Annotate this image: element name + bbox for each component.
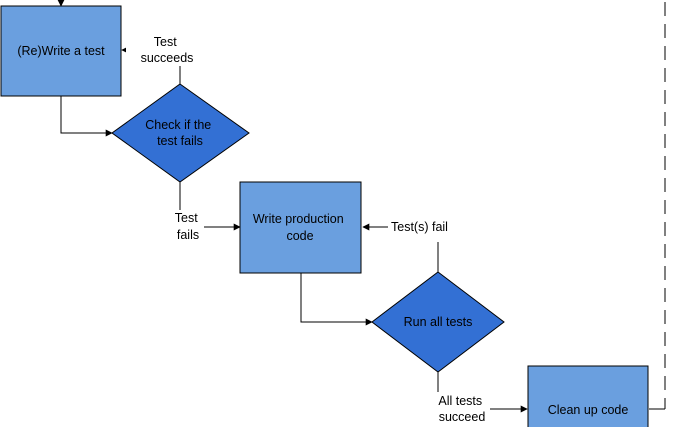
edge-label-tests-fail: Test(s) fail — [391, 220, 448, 234]
edge-label-test-fails: Test fails — [175, 211, 201, 242]
write-code-line-1: Write production — [253, 212, 344, 226]
write-code-line-2: code — [286, 229, 313, 243]
edge-label-test-succeeds: Test succeeds — [141, 35, 194, 65]
edge-test-succeeds-line-2: succeeds — [141, 51, 194, 65]
clean-up-label: Clean up code — [548, 403, 629, 417]
connector-write-code-to-run-tests — [300, 273, 373, 326]
write-code-box — [239, 181, 362, 274]
write-test-label: (Re)Write a test — [17, 44, 105, 58]
edge-label-all-succeed: All tests succeed — [438, 394, 485, 424]
check-fails-line-2: test fails — [157, 134, 203, 148]
edge-test-fails-line-1: Test — [175, 211, 198, 225]
run-tests-diamond — [371, 271, 505, 373]
clean-up-box — [527, 365, 649, 427]
run-tests-line-1: Run all tests — [404, 315, 473, 329]
connector-write-test-to-check — [60, 96, 113, 137]
write-test-line-1: (Re)Write a test — [17, 44, 105, 58]
edge-test-succeeds-line-1: Test — [154, 35, 177, 49]
check-fails-line-1: Check if the — [145, 118, 211, 132]
run-tests-label: Run all tests — [404, 315, 473, 329]
edge-all-succeed-line-1: All tests — [438, 394, 482, 408]
check-fails-diamond — [111, 83, 250, 183]
edge-test-fails-line-2: fails — [177, 228, 199, 242]
write-code-label: Write production code — [253, 212, 347, 243]
edge-all-succeed-line-2: succeed — [439, 410, 486, 424]
clean-up-line-1: Clean up code — [548, 403, 629, 417]
write-test-box — [0, 5, 122, 97]
check-fails-label: Check if the test fails — [145, 118, 215, 148]
edge-tests-fail-line-1: Test(s) fail — [391, 220, 448, 234]
